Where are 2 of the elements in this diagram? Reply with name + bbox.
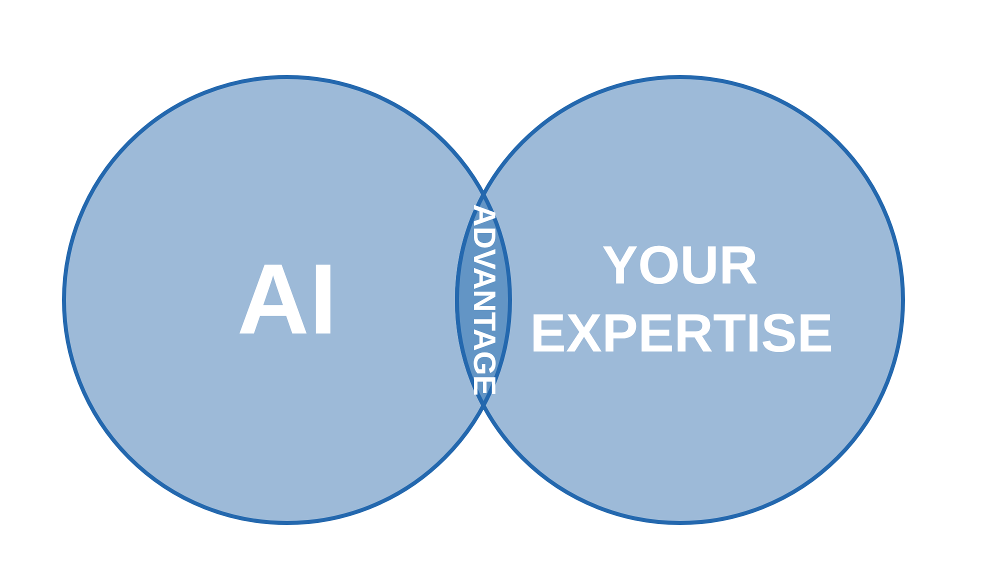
circle-label: AI bbox=[187, 238, 387, 362]
circle-label: YOUR EXPERTISE bbox=[530, 232, 830, 368]
